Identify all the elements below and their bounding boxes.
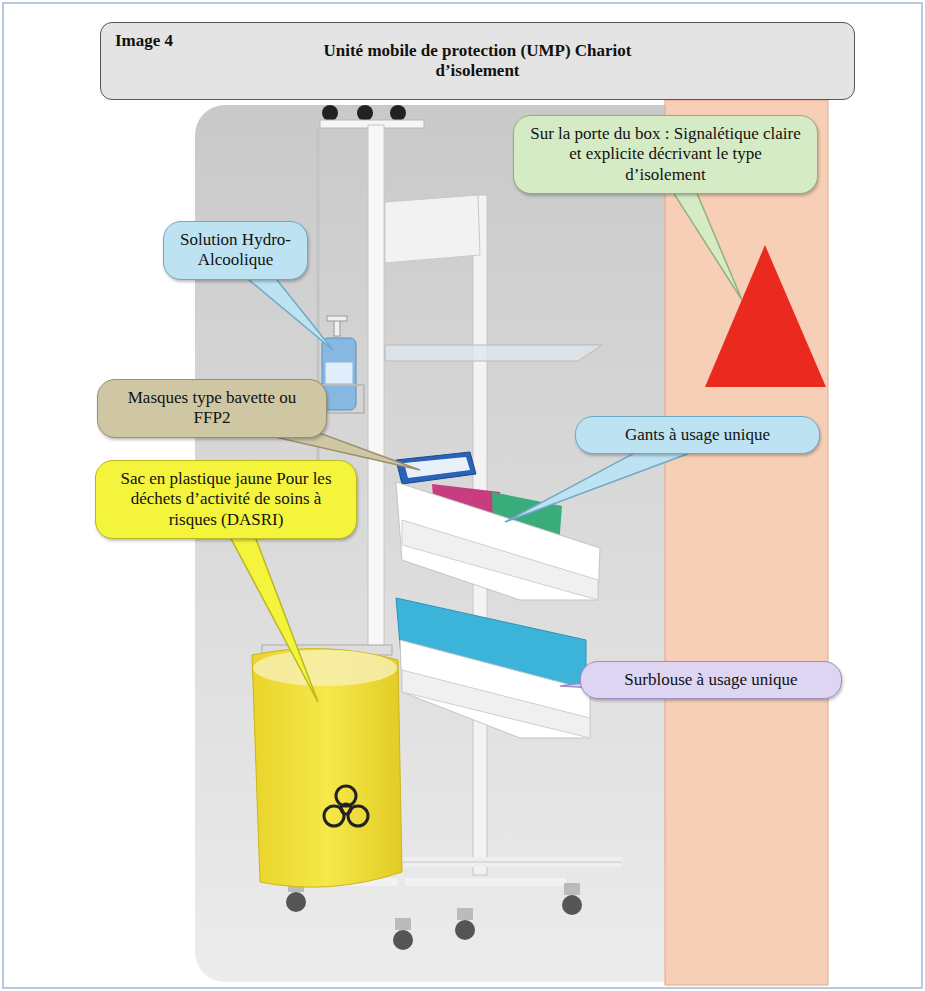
callout-bubble: Gants à usage unique	[575, 416, 820, 454]
callout-bubble: Sur la porte du box : Signalétique clair…	[513, 115, 818, 194]
caster	[457, 908, 473, 920]
callout-bubble: Surblouse à usage unique	[580, 661, 842, 699]
biohazard-core	[341, 804, 351, 814]
callout-text: Gants à usage unique	[590, 425, 805, 445]
caster	[395, 918, 411, 930]
caster	[564, 883, 580, 895]
biohazard-symbol	[324, 786, 368, 826]
tray-front	[402, 520, 598, 600]
callout-text: Sur la porte du box : Signalétique clair…	[528, 124, 803, 185]
callout-bubble: Solution Hydro-Alcoolique	[163, 221, 308, 280]
hook-knob	[322, 105, 338, 121]
title-bar: Image 4 Unité mobile de protection (UMP) …	[100, 22, 855, 100]
wheel	[455, 920, 475, 940]
callout-text: Sac en plastique jaune Pour les déchets …	[110, 469, 342, 530]
tray	[400, 640, 590, 738]
frame	[3, 3, 922, 988]
callout-text: Solution Hydro-Alcoolique	[178, 230, 293, 271]
wheel	[393, 930, 413, 950]
bottle-label	[325, 362, 353, 384]
tray	[396, 482, 600, 600]
title-text: Unité mobile de protection (UMP) Chariot…	[320, 41, 635, 82]
base-leg	[400, 865, 405, 925]
wheel	[562, 895, 582, 915]
callout-text: Surblouse à usage unique	[595, 670, 827, 690]
callout-bubble: Masques type bavette ou FFP2	[97, 379, 327, 438]
callout-bubble: Sac en plastique jaune Pour les déchets …	[95, 460, 357, 539]
shelf	[385, 345, 602, 361]
title-text: Image 4	[115, 31, 173, 51]
sign-panel	[385, 195, 480, 263]
wheel	[286, 892, 306, 912]
callout-text: Masques type bavette ou FFP2	[112, 388, 312, 429]
hook-knob	[390, 105, 406, 121]
door-frame	[665, 100, 828, 985]
tray-front	[402, 670, 590, 738]
pump-head	[327, 316, 347, 321]
waste-bag	[252, 649, 402, 888]
hook-knob	[357, 105, 373, 121]
bottle	[322, 338, 356, 410]
bag-fold	[253, 650, 397, 686]
